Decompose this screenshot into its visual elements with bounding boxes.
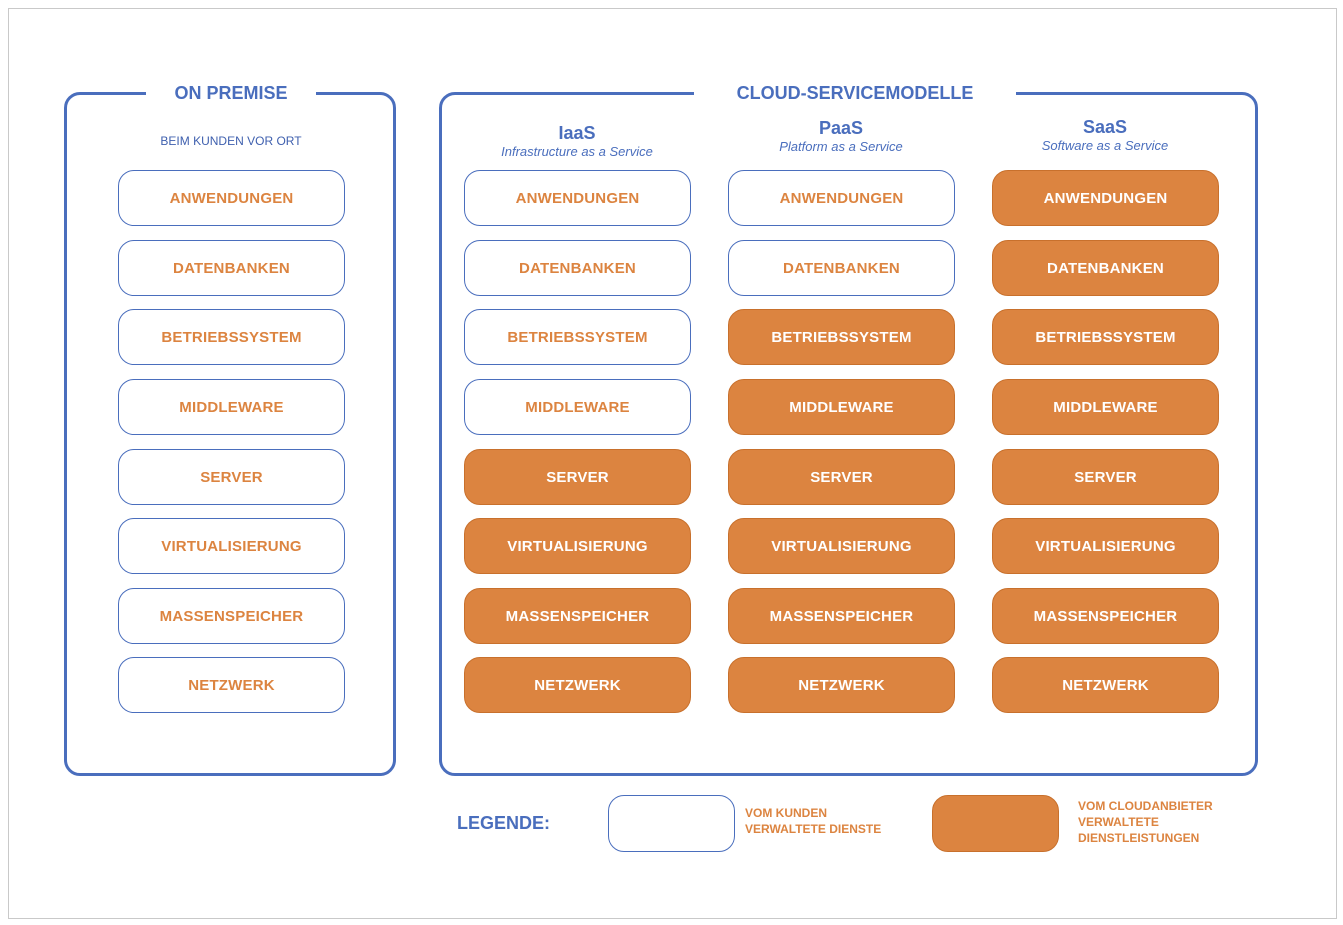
on-premise-layer-virtualisierung: VIRTUALISIERUNG <box>118 518 345 574</box>
on-premise-subtitle: BEIM KUNDEN VOR ORT <box>160 134 302 148</box>
on-premise-layer-massenspeicher: MASSENSPEICHER <box>118 588 345 644</box>
paas-layer-massenspeicher: MASSENSPEICHER <box>728 588 955 644</box>
iaas-layer-middleware: MIDDLEWARE <box>464 379 691 435</box>
legend-client-text: VOM KUNDEN VERWALTETE DIENSTE <box>745 806 882 836</box>
iaas-layer-server: SERVER <box>464 449 691 505</box>
saas-layer-server: SERVER <box>992 449 1219 505</box>
paas-layer-middleware: MIDDLEWARE <box>728 379 955 435</box>
legend-provider-text: VOM CLOUDANBIETER VERWALTETE DIENSTLEIST… <box>1078 799 1213 845</box>
on-premise-layer-datenbanken: DATENBANKEN <box>118 240 345 296</box>
paas-layer-virtualisierung: VIRTUALISIERUNG <box>728 518 955 574</box>
on-premise-title: ON PREMISE <box>146 82 316 104</box>
iaas-header: IaaS Infrastructure as a Service <box>464 122 690 160</box>
legend-client-swatch <box>608 795 735 852</box>
saas-abbr: SaaS <box>1082 117 1128 137</box>
on-premise-layer-netzwerk: NETZWERK <box>118 657 345 713</box>
on-premise-layer-server: SERVER <box>118 449 345 505</box>
iaas-abbr: IaaS <box>558 123 596 143</box>
paas-layer-anwendungen: ANWENDUNGEN <box>728 170 955 226</box>
on-premise-layer-middleware: MIDDLEWARE <box>118 379 345 435</box>
saas-layer-middleware: MIDDLEWARE <box>992 379 1219 435</box>
saas-layer-anwendungen: ANWENDUNGEN <box>992 170 1219 226</box>
iaas-layer-netzwerk: NETZWERK <box>464 657 691 713</box>
cloud-title: CLOUD-SERVICEMODELLE <box>694 82 1016 104</box>
paas-layer-server: SERVER <box>728 449 955 505</box>
saas-layer-betriebssystem: BETRIEBSSYSTEM <box>992 309 1219 365</box>
saas-layer-massenspeicher: MASSENSPEICHER <box>992 588 1219 644</box>
iaas-full-name: Infrastructure as a Service <box>501 144 653 159</box>
iaas-layer-datenbanken: DATENBANKEN <box>464 240 691 296</box>
paas-layer-betriebssystem: BETRIEBSSYSTEM <box>728 309 955 365</box>
iaas-layer-massenspeicher: MASSENSPEICHER <box>464 588 691 644</box>
paas-layer-datenbanken: DATENBANKEN <box>728 240 955 296</box>
paas-header: PaaS Platform as a Service <box>728 117 954 155</box>
on-premise-layer-betriebssystem: BETRIEBSSYSTEM <box>118 309 345 365</box>
paas-layer-netzwerk: NETZWERK <box>728 657 955 713</box>
saas-layer-virtualisierung: VIRTUALISIERUNG <box>992 518 1219 574</box>
legend-provider-swatch <box>932 795 1059 852</box>
iaas-layer-betriebssystem: BETRIEBSSYSTEM <box>464 309 691 365</box>
iaas-layer-virtualisierung: VIRTUALISIERUNG <box>464 518 691 574</box>
paas-abbr: PaaS <box>818 118 864 138</box>
saas-full-name: Software as a Service <box>1041 138 1169 153</box>
legend-label: LEGENDE: <box>457 813 551 833</box>
on-premise-layer-anwendungen: ANWENDUNGEN <box>118 170 345 226</box>
paas-full-name: Platform as a Service <box>779 139 903 154</box>
saas-layer-netzwerk: NETZWERK <box>992 657 1219 713</box>
saas-layer-datenbanken: DATENBANKEN <box>992 240 1219 296</box>
diagram-frame <box>8 8 1337 919</box>
iaas-layer-anwendungen: ANWENDUNGEN <box>464 170 691 226</box>
saas-header: SaaS Software as a Service <box>992 116 1218 154</box>
